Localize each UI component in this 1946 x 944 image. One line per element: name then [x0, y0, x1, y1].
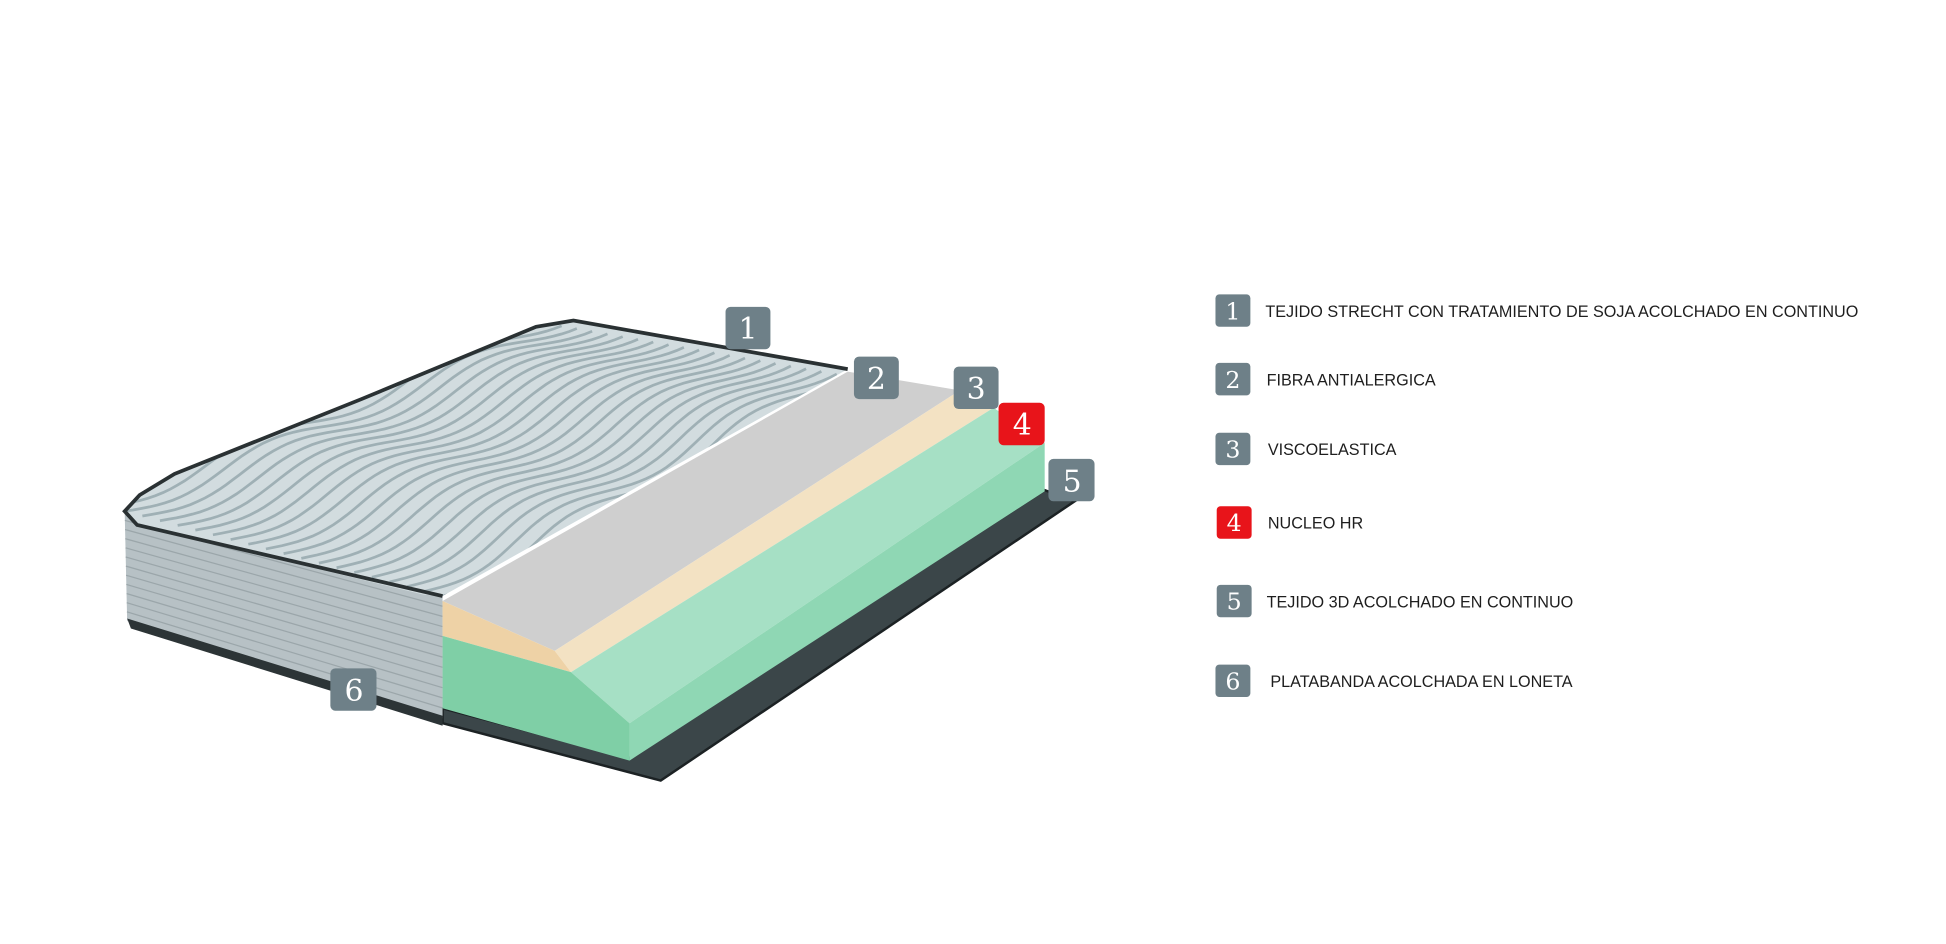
quilt-wave-line: [177, 335, 624, 527]
legend-label: NUCLEO HR: [1268, 515, 1363, 533]
legend-number: 3: [1225, 436, 1240, 464]
side-stitch-line: [126, 583, 443, 679]
legend-label: VISCOELASTICA: [1268, 441, 1397, 459]
side-stitch-line: [125, 538, 443, 628]
legend-label: PLATABANDA ACOLCHADA EN LONETA: [1270, 673, 1572, 691]
quilt-wave-line: [301, 354, 731, 560]
diagram-badge-6: 6: [330, 668, 377, 711]
legend-item-3: 3 VISCOELASTICA: [1215, 432, 1397, 466]
side-stitch-line: [125, 547, 443, 638]
badge-number: 2: [867, 362, 886, 397]
quilt-wave-line: [159, 332, 609, 523]
legend-item-2: 2 FIBRA ANTIALERGICA: [1215, 362, 1436, 396]
badge-number: 1: [738, 312, 757, 347]
quilt-wave-line: [318, 356, 746, 565]
side-stitch-line: [125, 565, 443, 658]
side-stitch-line: [125, 556, 443, 648]
diagram-badge-4: 4: [998, 402, 1045, 446]
badge-number: 5: [1063, 464, 1082, 499]
legend-number: 6: [1225, 668, 1240, 696]
legend-item-4: 4 NUCLEO HR: [1216, 506, 1363, 539]
diagram-badge-1: 1: [725, 306, 771, 350]
legend-number: 1: [1225, 297, 1240, 325]
core-top-face: [570, 407, 1045, 724]
quilt-wave-line: [336, 359, 761, 570]
quilting-waves: [124, 324, 848, 597]
badge-number: 3: [967, 372, 986, 407]
side-panel-stitching: [124, 519, 443, 709]
legend-label: TEJIDO STRECHT CON TRATAMIENTO DE SOJA A…: [1265, 303, 1858, 321]
quilt-wave-line: [124, 327, 578, 513]
legend: 1 TEJIDO STRECHT CON TRATAMIENTO DE SOJA …: [1215, 294, 1858, 698]
visco-layer-front: [442, 601, 571, 673]
legend-label: TEJIDO 3D ACOLCHADO EN CONTINUO: [1267, 593, 1574, 611]
badge-number: 4: [1013, 408, 1032, 443]
quilt-wave-line: [353, 362, 777, 574]
quilt-wave-line: [406, 370, 823, 588]
quilt-wave-line: [389, 367, 807, 584]
side-panel: [124, 511, 443, 719]
diagram-badge-2: 2: [853, 356, 899, 400]
side-stitch-line: [126, 592, 443, 689]
quilt-wave-line: [371, 364, 792, 579]
core-front-face: [442, 635, 630, 761]
legend-label: FIBRA ANTIALERGICA: [1267, 371, 1436, 389]
core-side-face: [629, 442, 1045, 761]
badge-number: 6: [345, 674, 364, 709]
quilt-wave-line: [142, 329, 593, 518]
side-stitch-line: [126, 611, 443, 709]
visco-layer-top: [554, 390, 994, 673]
quilt-wave-line: [230, 343, 670, 541]
quilt-wave-line: [283, 351, 716, 555]
quilt-wave-line: [195, 337, 639, 532]
mattress: [122, 318, 1078, 782]
legend-number: 5: [1227, 588, 1242, 616]
fiber-layer: [442, 371, 960, 651]
legend-number: 4: [1227, 509, 1242, 537]
legend-number: 2: [1225, 366, 1240, 394]
quilt-wave-line: [212, 340, 654, 537]
quilt-piping: [122, 318, 849, 598]
diagram-badge-5: 5: [1048, 458, 1095, 502]
diagram-badge-3: 3: [953, 366, 999, 410]
quilt-wave-line: [424, 372, 838, 593]
side-stitch-line: [125, 574, 443, 668]
legend-item-5: 5 TEJIDO 3D ACOLCHADO EN CONTINUO: [1216, 584, 1574, 618]
quilt-wave-line: [265, 348, 700, 551]
legend-item-6: 6 PLATABANDA ACOLCHADA EN LONETA: [1215, 664, 1573, 698]
side-stitch-line: [124, 528, 443, 618]
quilt-wave-line: [248, 346, 685, 546]
legend-item-1: 1 TEJIDO STRECHT CON TRATAMIENTO DE SOJA …: [1215, 294, 1858, 327]
side-stitch-line: [126, 602, 443, 699]
